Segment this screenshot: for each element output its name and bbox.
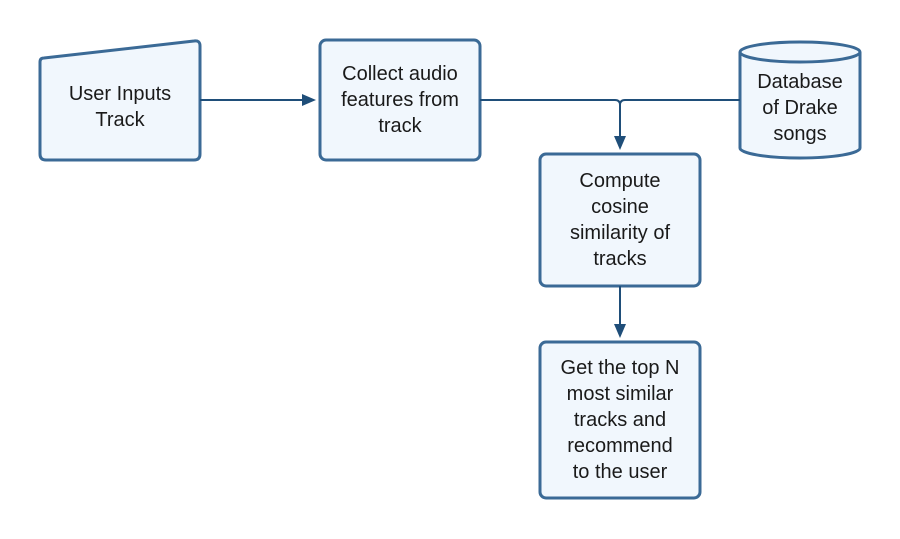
top-n-node[interactable] xyxy=(538,340,702,500)
arrowhead-cosine xyxy=(614,136,626,150)
top-n-label: Get the top N most similar tracks and re… xyxy=(560,357,680,483)
user-input-node[interactable] xyxy=(38,39,202,162)
database-node[interactable] xyxy=(738,40,862,160)
cosine-similarity-label: Compute cosine similarity of tracks xyxy=(569,170,670,270)
database-top-ellipse xyxy=(738,51,862,64)
user-input-label: User Inputs Track xyxy=(68,83,172,131)
edge-collect-database-to-cosine xyxy=(480,99,740,138)
arrowhead-collect xyxy=(302,94,316,106)
arrowhead-topn xyxy=(614,324,626,338)
collect-features-label: Collect audio features from track xyxy=(341,63,459,137)
database-label: Database of Drake songs xyxy=(757,71,843,145)
